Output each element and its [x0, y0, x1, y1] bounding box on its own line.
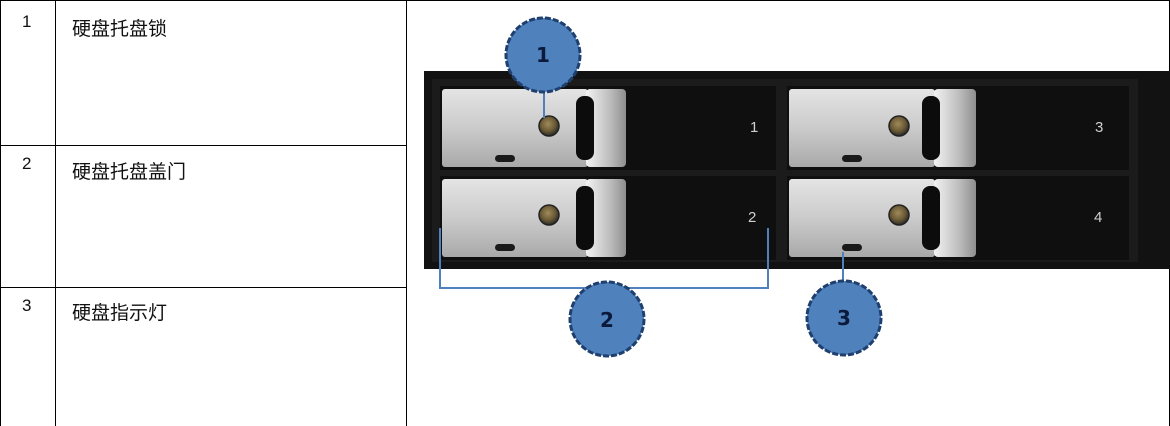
slot-number: 4: [1094, 209, 1102, 226]
drive-tray-3: 3: [787, 86, 1129, 170]
tray-lock-icon: [888, 204, 910, 226]
callout-badge-1: 1: [504, 16, 582, 94]
callout-number: 3: [837, 306, 851, 330]
slot-number: 2: [748, 209, 756, 226]
row-index: 1: [22, 12, 32, 31]
drive-tray-4: 4: [787, 176, 1129, 260]
table-border-left: [0, 0, 1, 426]
table-row-divider: [0, 145, 406, 146]
callout-badge-2: 2: [568, 280, 646, 358]
table-border-top: [0, 0, 1170, 1]
callout-number: 1: [536, 43, 550, 67]
callout-badge-3: 3: [805, 279, 883, 357]
table-col-divider: [55, 0, 56, 426]
tray-lock-icon: [538, 204, 560, 226]
callout-number: 2: [600, 308, 614, 332]
drive-tray-1: 1: [440, 86, 776, 170]
row-label: 硬盘托盘锁: [72, 18, 168, 40]
table-col-divider: [406, 0, 407, 426]
row-index: 3: [22, 296, 32, 315]
drive-tray-2: 2: [440, 176, 776, 260]
row-index: 2: [22, 154, 32, 173]
drive-indicator-light: [495, 155, 515, 162]
drive-indicator-light: [842, 155, 862, 162]
row-label: 硬盘指示灯: [72, 302, 168, 324]
tray-lock-icon: [538, 115, 560, 137]
table-row-divider: [0, 287, 406, 288]
drive-indicator-light: [842, 244, 862, 251]
slot-number: 3: [1095, 119, 1103, 136]
row-label: 硬盘托盘盖门: [72, 161, 187, 183]
tray-lock-icon: [888, 115, 910, 137]
slot-number: 1: [750, 119, 758, 136]
drive-indicator-light: [495, 244, 515, 251]
